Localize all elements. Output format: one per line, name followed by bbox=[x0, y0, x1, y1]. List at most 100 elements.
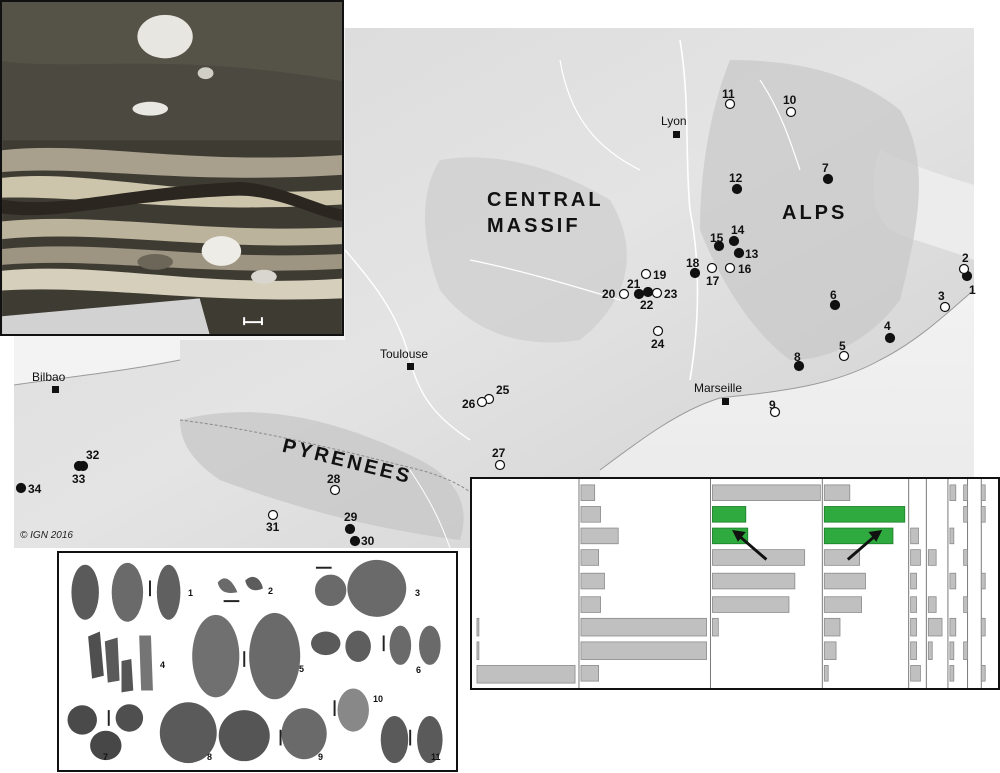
bar bbox=[580, 527, 619, 545]
copyright-text: © IGN 2016 bbox=[20, 530, 73, 541]
region-label-central: CENTRAL bbox=[487, 189, 604, 211]
site-label-8: 8 bbox=[794, 350, 801, 364]
site-label-9: 9 bbox=[769, 398, 776, 412]
city-marker-lyon bbox=[673, 131, 680, 138]
garonne-river bbox=[344, 249, 471, 441]
site-marker-7 bbox=[822, 173, 834, 185]
bar bbox=[712, 572, 796, 590]
site-label-14: 14 bbox=[731, 223, 745, 237]
arrow-head-2 bbox=[868, 530, 883, 542]
alps-relief bbox=[700, 60, 919, 360]
site-marker-13 bbox=[733, 247, 745, 259]
seed-number-1: 1 bbox=[188, 588, 194, 598]
site-label-18: 18 bbox=[686, 256, 700, 270]
site-label-26: 26 bbox=[462, 397, 476, 411]
site-marker-6 bbox=[829, 299, 841, 311]
seed-number-6: 6 bbox=[416, 665, 422, 675]
site-marker-26 bbox=[476, 396, 488, 408]
site-label-6: 6 bbox=[830, 288, 837, 302]
site-label-33: 33 bbox=[72, 472, 86, 486]
seed-number-9: 9 bbox=[318, 752, 324, 762]
city-label-lyon: Lyon bbox=[661, 114, 687, 128]
bar bbox=[910, 527, 919, 545]
site-label-1: 1 bbox=[969, 283, 976, 297]
site-marker-18 bbox=[689, 267, 701, 279]
site-marker-19 bbox=[640, 268, 652, 280]
arrow-head-1 bbox=[732, 530, 746, 542]
bar bbox=[910, 641, 917, 660]
site-marker-2 bbox=[958, 263, 970, 275]
bar bbox=[963, 596, 968, 613]
bar bbox=[712, 484, 821, 501]
site-marker-14 bbox=[728, 235, 740, 247]
bar bbox=[927, 596, 937, 613]
rhone-river bbox=[679, 39, 699, 381]
site-marker-29 bbox=[344, 523, 356, 535]
bar bbox=[980, 506, 986, 523]
bar bbox=[949, 484, 957, 501]
seed-number-3: 3 bbox=[415, 588, 421, 598]
site-marker-30 bbox=[349, 535, 361, 547]
site-marker-12 bbox=[731, 183, 743, 195]
bar bbox=[712, 596, 790, 613]
bar bbox=[927, 617, 943, 637]
city-label-bilbao: Bilbao bbox=[32, 370, 66, 384]
bar bbox=[823, 617, 841, 637]
bar bbox=[910, 617, 917, 637]
site-label-25: 25 bbox=[496, 383, 510, 397]
bar bbox=[980, 665, 986, 682]
site-label-19: 19 bbox=[653, 268, 667, 282]
site-marker-33 bbox=[73, 460, 85, 472]
bar bbox=[980, 617, 986, 637]
bar-highlighted bbox=[712, 506, 747, 523]
site-marker-16 bbox=[724, 262, 736, 274]
site-label-17: 17 bbox=[706, 274, 720, 288]
site-marker-10 bbox=[785, 106, 797, 118]
site-marker-5 bbox=[838, 350, 850, 362]
bar bbox=[580, 665, 600, 682]
bar-panel bbox=[470, 477, 1000, 690]
site-label-29: 29 bbox=[344, 510, 358, 524]
seed-number-5: 5 bbox=[299, 664, 305, 674]
site-marker-31 bbox=[267, 509, 279, 521]
site-label-24: 24 bbox=[651, 337, 665, 351]
bar bbox=[910, 596, 917, 613]
region-label-massif: MASSIF bbox=[487, 215, 581, 237]
stratigraphy-photo bbox=[0, 0, 344, 336]
bar bbox=[963, 506, 968, 523]
site-label-5: 5 bbox=[839, 339, 846, 353]
site-marker-34 bbox=[15, 482, 27, 494]
pyrenees-relief bbox=[180, 412, 464, 540]
city-marker-bilbao bbox=[52, 386, 59, 393]
bar bbox=[580, 484, 596, 501]
site-marker-3 bbox=[939, 301, 951, 313]
city-marker-toulouse bbox=[407, 363, 414, 370]
site-marker-4 bbox=[884, 332, 896, 344]
region-label-central-massif: CENTRAL MASSIF bbox=[487, 187, 604, 239]
bar bbox=[823, 641, 837, 660]
site-label-28: 28 bbox=[327, 472, 341, 486]
bar bbox=[476, 617, 480, 637]
site-label-23: 23 bbox=[664, 287, 678, 301]
arrow-line-1 bbox=[736, 533, 768, 561]
site-label-34: 34 bbox=[28, 482, 42, 496]
bar bbox=[823, 484, 851, 501]
bar bbox=[963, 484, 968, 501]
bar bbox=[580, 506, 601, 523]
bar bbox=[580, 572, 605, 590]
site-label-4: 4 bbox=[884, 319, 891, 333]
bar bbox=[712, 549, 806, 566]
bar bbox=[963, 641, 968, 660]
bar bbox=[949, 527, 955, 545]
bar bbox=[949, 665, 955, 682]
site-marker-27 bbox=[494, 459, 506, 471]
site-label-16: 16 bbox=[738, 262, 752, 276]
bar bbox=[910, 665, 921, 682]
site-label-27: 27 bbox=[492, 446, 506, 460]
bar bbox=[580, 549, 600, 566]
bar bbox=[823, 596, 862, 613]
seed-number-7: 7 bbox=[103, 752, 109, 762]
seed-number-10: 10 bbox=[373, 694, 384, 704]
bar bbox=[823, 572, 866, 590]
